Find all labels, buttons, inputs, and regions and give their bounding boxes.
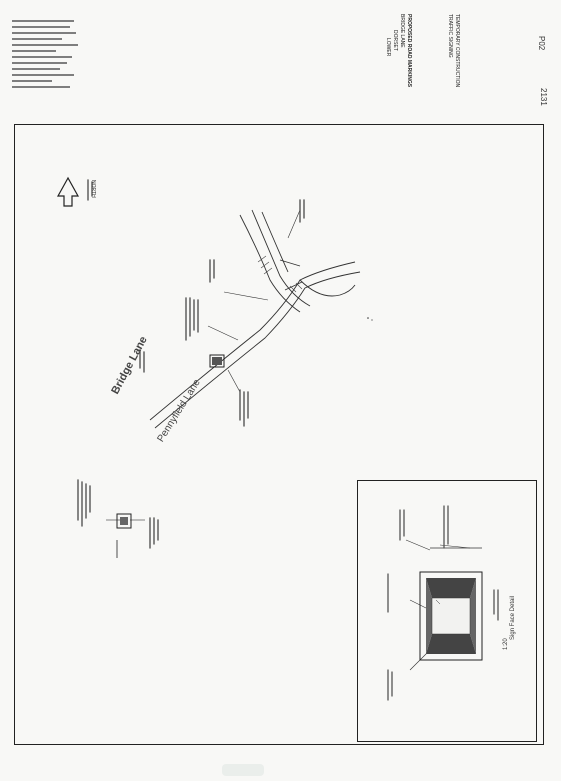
inset-detail-panel xyxy=(357,480,537,742)
north-label: NORTH xyxy=(90,180,96,198)
sign-symbol-2 xyxy=(116,513,132,529)
inset-sign-detail xyxy=(419,547,483,661)
sign-symbol-1 xyxy=(209,354,225,368)
callout-text-blocks xyxy=(77,179,305,549)
sign-symbol-1-fill xyxy=(212,357,222,365)
top-border xyxy=(14,124,544,125)
scan-smudge xyxy=(222,764,264,776)
notes-block xyxy=(12,20,82,116)
inset-caption: Sign Face Detail xyxy=(510,595,516,640)
sign-symbol-2-fill xyxy=(120,517,128,525)
inset-scale: 1:20 xyxy=(503,638,509,650)
road-alignment xyxy=(149,209,361,429)
callout-leaders xyxy=(106,209,471,671)
left-border xyxy=(14,124,15,744)
inset-text-blocks xyxy=(387,505,499,701)
north-arrow-icon xyxy=(56,176,80,207)
bottom-border xyxy=(14,744,544,745)
right-border xyxy=(543,124,544,744)
road-markings xyxy=(257,255,303,293)
